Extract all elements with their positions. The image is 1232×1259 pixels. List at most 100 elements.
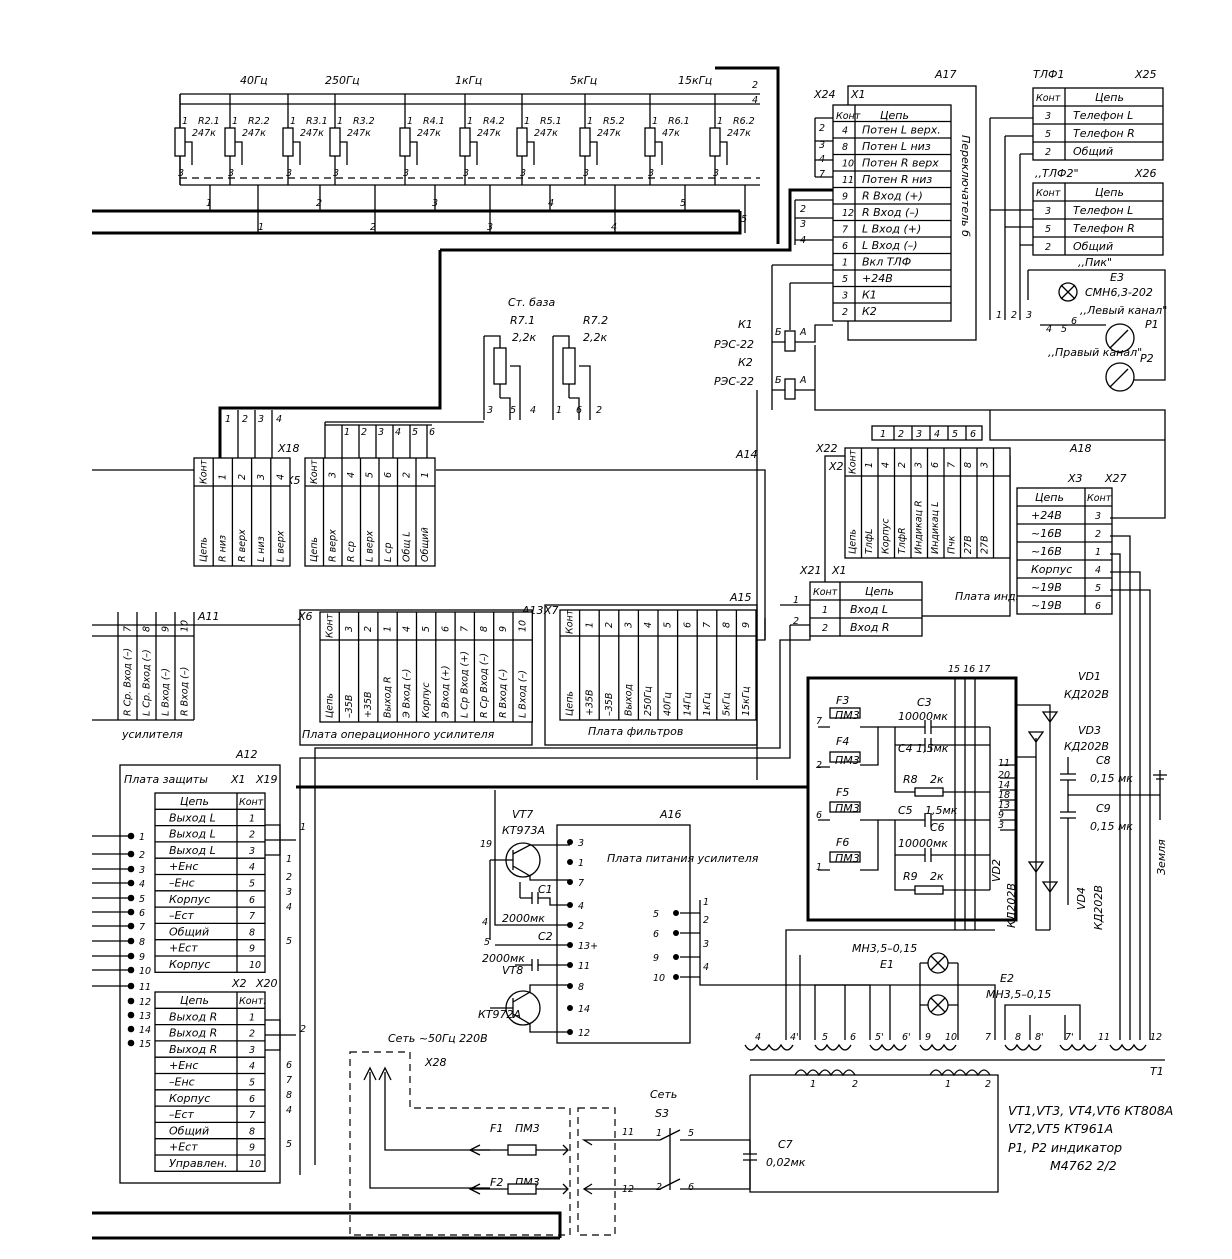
bus-number-6: 2 xyxy=(370,222,376,233)
pin-label-4: 4 xyxy=(139,879,145,890)
tlf2-row-circuit-0: Телефон L xyxy=(1073,204,1133,217)
x5b-row-kont-4: 2 xyxy=(402,472,413,478)
r71-label: R7.1 xyxy=(510,314,535,327)
a15-label: A15 xyxy=(729,591,752,604)
resistor-name-6: R5.1 xyxy=(540,116,562,127)
a11-row-circuit-3: R Вход (–) xyxy=(179,667,190,716)
svg-text:5: 5 xyxy=(286,936,292,947)
pin-label-11: 11 xyxy=(139,982,151,993)
f5-label: F5 xyxy=(836,786,849,799)
e3-label: E3 xyxy=(1110,271,1124,284)
tlf1-header-circuit: Цепь xyxy=(1095,91,1124,104)
x6-row-kont-6: 7 xyxy=(460,626,471,632)
pin-label-10: 10 xyxy=(139,966,151,977)
a12-rows1-hdr-kont: Конт xyxy=(239,797,264,808)
x5b-row-kont-5: 1 xyxy=(420,472,431,478)
svg-text:3: 3 xyxy=(819,140,825,151)
svg-text:6: 6 xyxy=(850,1032,856,1043)
s3-label: S3 xyxy=(655,1107,669,1120)
svg-text:2: 2 xyxy=(596,405,602,416)
vt7-label: VT7 xyxy=(512,808,533,821)
x5b-row-kont-3: 6 xyxy=(383,472,394,478)
a17-header-kont: Конт xyxy=(836,111,861,122)
svg-text:4: 4 xyxy=(819,154,825,165)
a12-rows1-kont-3: 4 xyxy=(249,862,255,873)
pin-dot-12 xyxy=(127,997,135,1005)
svg-text:5: 5 xyxy=(412,427,418,438)
resistor-name-5: R4.2 xyxy=(483,116,505,127)
svg-text:4: 4 xyxy=(752,95,758,106)
resistor-value-5: 247к xyxy=(477,128,501,139)
a12-rows2-circuit-6: –Ест xyxy=(169,1108,194,1121)
svg-text:1: 1 xyxy=(467,116,473,127)
svg-text:12: 12 xyxy=(622,1184,634,1195)
notes: VT1,VT3, VT4,VT6 КТ808А VT2,VT5 КТ961А Р… xyxy=(1008,1103,1173,1173)
svg-text:Б: Б xyxy=(775,327,782,338)
svg-text:4: 4 xyxy=(286,1105,292,1116)
a18-row-circuit-3: Индикац R xyxy=(914,500,925,554)
svg-text:1: 1 xyxy=(656,1128,662,1139)
a17-row-kont-4: 9 xyxy=(842,192,848,203)
a15-row-kont-6: 7 xyxy=(702,622,713,628)
resistor-name-9: R6.2 xyxy=(733,116,755,127)
svg-text:4: 4 xyxy=(276,414,282,425)
resistor-5 xyxy=(459,127,471,157)
a15-row-circuit-5: 14Гц xyxy=(682,692,693,716)
x5b-row-circuit-2: L верх xyxy=(365,530,376,562)
f3-type: ПМ3 xyxy=(835,709,860,722)
svg-text:1: 1 xyxy=(652,116,658,127)
f6-label: F6 xyxy=(836,836,849,849)
svg-text:2: 2 xyxy=(1011,310,1017,321)
svg-text:1: 1 xyxy=(290,116,296,127)
r71-value: 2,2к xyxy=(512,331,536,344)
svg-text:3: 3 xyxy=(520,168,526,179)
x21-label: X21 xyxy=(799,564,822,577)
a15-hdr-circuit: Цепь xyxy=(565,691,576,716)
c3-value: 10000мк xyxy=(898,710,948,723)
x6-row-circuit-3: Э Вход (–) xyxy=(402,669,413,719)
bus-number-0: 1 xyxy=(206,198,212,209)
filter-plate-label: Плата фильтров xyxy=(588,725,683,738)
k1-type: РЭС-22 xyxy=(714,338,754,351)
svg-text:1: 1 xyxy=(524,116,530,127)
svg-text:1: 1 xyxy=(793,595,799,606)
k2-label: К2 xyxy=(738,356,753,369)
mains-label: Сеть ~50Гц 220В xyxy=(388,1032,488,1045)
e2-label: E2 xyxy=(1000,972,1014,985)
a16-power: A16 Плата питания усилителя VT7 КТ973А C… xyxy=(478,790,996,1044)
a18-row-kont-5: 7 xyxy=(947,462,958,468)
vd1-type: КД202В xyxy=(1064,688,1109,701)
svg-text:3: 3 xyxy=(286,168,292,179)
resistor-name-8: R6.1 xyxy=(668,116,690,127)
a12-rows2-circuit-0: Выход R xyxy=(169,1010,217,1023)
t1-label: T1 xyxy=(1150,1065,1164,1078)
c2-value: 2000мк xyxy=(482,952,525,965)
x6-row-kont-0: 3 xyxy=(344,626,355,632)
c1-label: C1 xyxy=(538,883,553,896)
resistor-4 xyxy=(399,127,411,157)
a14-label: A14 xyxy=(735,448,758,461)
vd2-label: VD2 xyxy=(990,859,1003,882)
svg-text:2: 2 xyxy=(800,204,806,215)
tlf1-row-kont-0: 3 xyxy=(1045,111,1051,122)
svg-text:1: 1 xyxy=(816,862,822,873)
x27-label: X27 xyxy=(1104,472,1127,485)
svg-text:5: 5 xyxy=(286,1139,292,1150)
svg-text:4: 4 xyxy=(482,917,488,928)
resistor-6 xyxy=(516,127,528,157)
tlf2-header-circuit: Цепь xyxy=(1095,186,1124,199)
svg-text:1: 1 xyxy=(232,116,238,127)
a12-rows1-hdr-circuit: Цепь xyxy=(180,795,209,808)
a12-rows1-kont-0: 1 xyxy=(249,813,255,824)
svg-text:7': 7' xyxy=(1065,1032,1074,1043)
s3-net-label: Сеть xyxy=(650,1088,677,1101)
a12-rows2-circuit-2: Выход R xyxy=(169,1043,217,1056)
k2-type: РЭС-22 xyxy=(714,375,754,388)
x6-row-circuit-6: L Ср Вход (+) xyxy=(460,651,471,718)
left-channel-label: ,,Левый канал" xyxy=(1080,304,1167,317)
svg-text:11: 11 xyxy=(1098,1032,1110,1043)
pik-label: ,,Пик" xyxy=(1078,256,1112,269)
